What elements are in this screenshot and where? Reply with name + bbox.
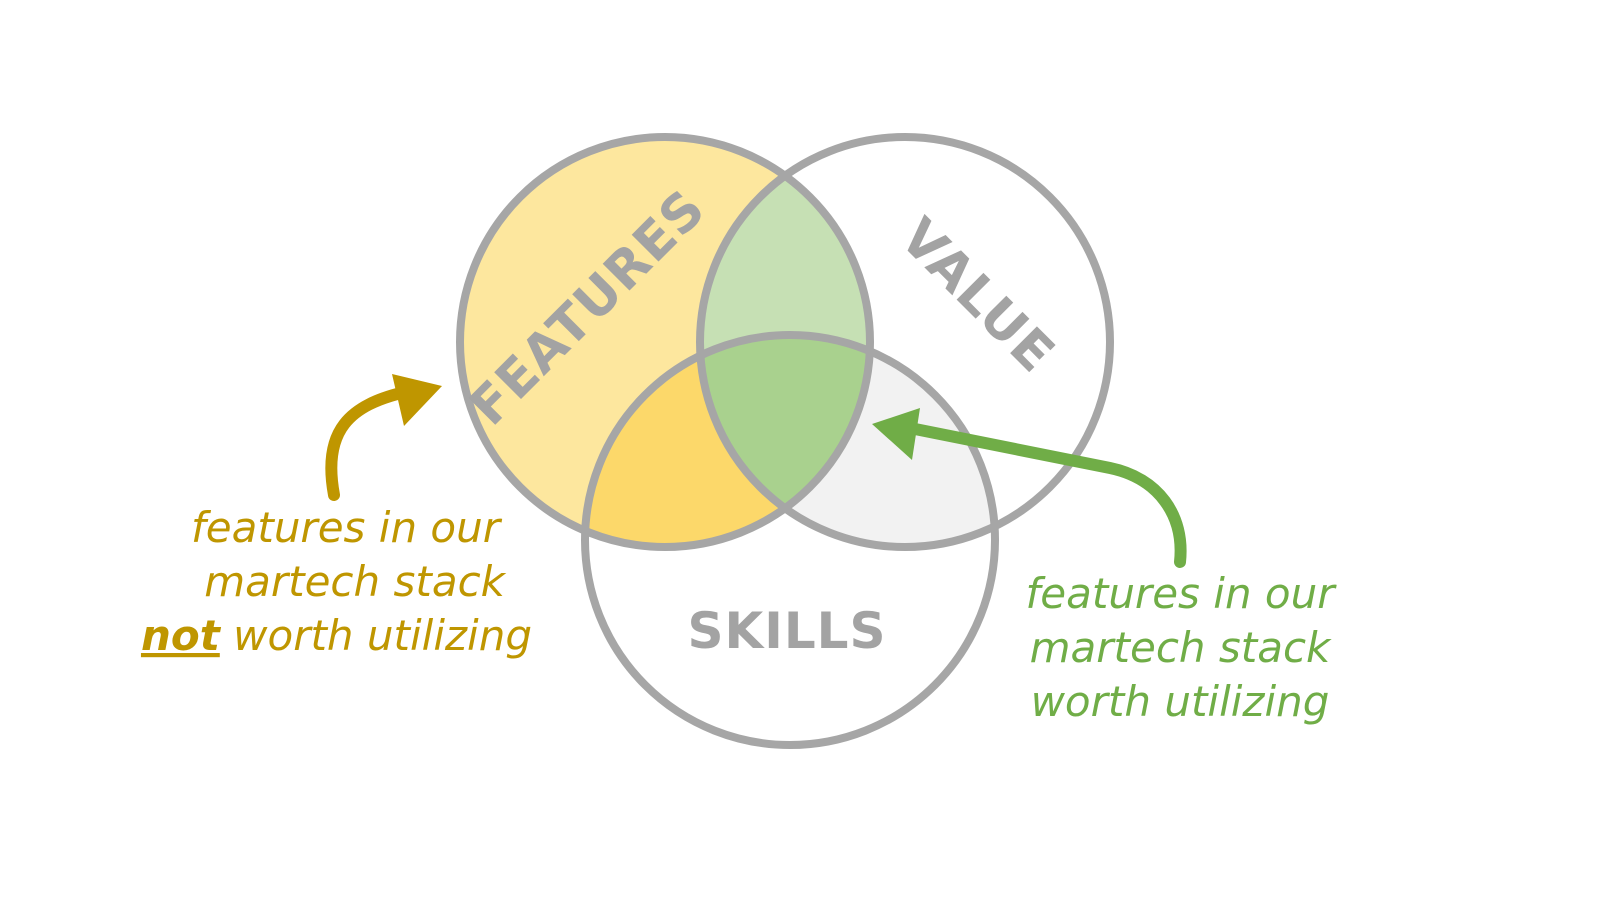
not-worth-line-1: features in our (191, 503, 503, 552)
value-circle-outline (696, 133, 1114, 551)
not-worth-line-3: not worth utilizing (141, 611, 532, 660)
worth-arrow (904, 422, 1187, 568)
not-worth-line-2: martech stack (204, 557, 506, 606)
worth-line-3: worth utilizing (1031, 677, 1330, 726)
worth-arrowhead (872, 408, 920, 460)
not-worth-arrowhead (392, 374, 442, 426)
not-worth-line-3-rest: worth utilizing (220, 611, 532, 660)
not-worth-callout: features in our martech stack not worth … (141, 503, 532, 660)
worth-callout: features in our martech stack worth util… (1025, 569, 1337, 726)
features-circle-outline (456, 133, 874, 551)
skills-label: SKILLS (687, 602, 886, 660)
worth-line-1: features in our (1025, 569, 1337, 618)
value-label: VALUE (888, 207, 1065, 384)
worth-line-2: martech stack (1030, 623, 1332, 672)
not-emphasis: not (141, 611, 222, 660)
skills-circle-outline (581, 331, 999, 749)
not-worth-arrow (325, 386, 411, 501)
